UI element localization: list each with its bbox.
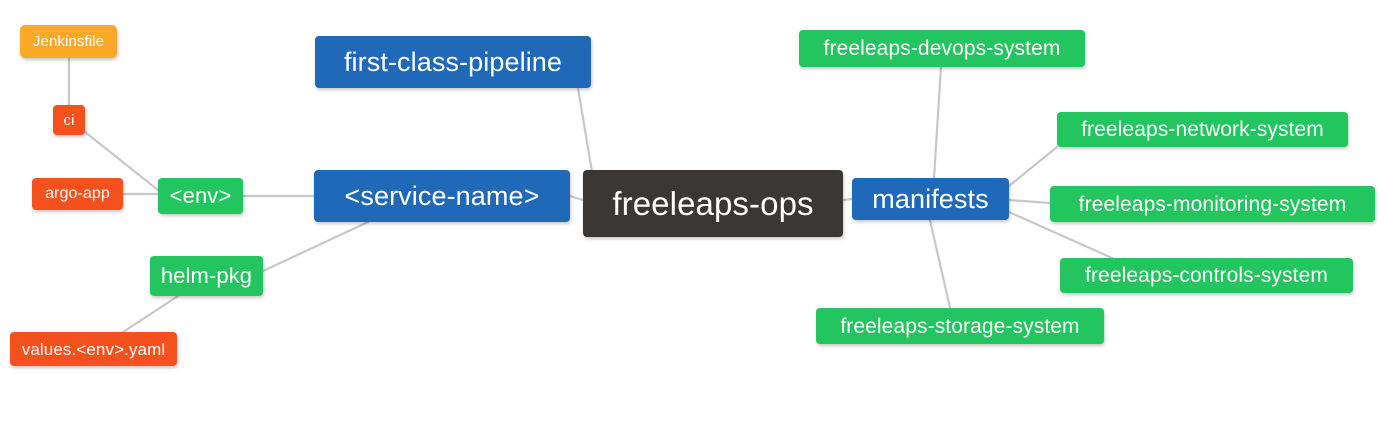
- node-jenkinsfile[interactable]: Jenkinsfile: [20, 25, 117, 58]
- node-freeleaps-storage-system[interactable]: freeleaps-storage-system: [816, 308, 1104, 344]
- node-helm-pkg[interactable]: helm-pkg: [150, 256, 263, 296]
- edge-manifests-monitoring-system: [1007, 198, 1052, 205]
- node-values-yaml[interactable]: values.<env>.yaml: [10, 332, 177, 366]
- node-freeleaps-ops[interactable]: freeleaps-ops: [583, 170, 843, 237]
- node-label: freeleaps-network-system: [1081, 118, 1324, 141]
- node-service-name[interactable]: <service-name>: [314, 170, 570, 222]
- node-freeleaps-controls-system[interactable]: freeleaps-controls-system: [1060, 258, 1353, 293]
- node-label: freeleaps-monitoring-system: [1078, 192, 1347, 216]
- node-manifests[interactable]: manifests: [852, 178, 1009, 220]
- edge-service-name-helm-pkg: [261, 220, 370, 273]
- node-label: freeleaps-ops: [612, 185, 814, 222]
- edge-manifests-network-system: [1007, 145, 1059, 188]
- edge-root-manifests: [841, 197, 854, 202]
- node-label: first-class-pipeline: [343, 46, 563, 77]
- node-freeleaps-monitoring-system[interactable]: freeleaps-monitoring-system: [1050, 186, 1375, 222]
- node-freeleaps-devops-system[interactable]: freeleaps-devops-system: [799, 30, 1085, 67]
- node-label: values.<env>.yaml: [21, 339, 166, 359]
- edge-helm-pkg-values-yaml: [121, 294, 180, 334]
- edge-manifests-storage-system: [928, 218, 952, 310]
- node-ci[interactable]: ci: [53, 105, 85, 135]
- node-label: ci: [63, 111, 75, 129]
- node-label: manifests: [872, 183, 989, 214]
- node-first-class-pipeline[interactable]: first-class-pipeline: [315, 36, 591, 88]
- edge-root-service-name: [568, 194, 585, 202]
- node-argo-app[interactable]: argo-app: [32, 178, 123, 210]
- node-freeleaps-network-system[interactable]: freeleaps-network-system: [1057, 112, 1348, 147]
- node-label: helm-pkg: [160, 263, 253, 288]
- node-label: <env>: [169, 183, 232, 208]
- node-label: freeleaps-storage-system: [840, 314, 1080, 338]
- node-label: argo-app: [45, 185, 110, 202]
- node-label: freeleaps-controls-system: [1085, 264, 1328, 287]
- edge-manifests-devops-system: [932, 65, 943, 180]
- node-label: Jenkinsfile: [32, 33, 105, 50]
- node-env[interactable]: <env>: [158, 178, 243, 214]
- node-label: <service-name>: [344, 180, 540, 211]
- edge-root-first-class-pipeline: [576, 86, 595, 180]
- node-label: freeleaps-devops-system: [823, 37, 1061, 60]
